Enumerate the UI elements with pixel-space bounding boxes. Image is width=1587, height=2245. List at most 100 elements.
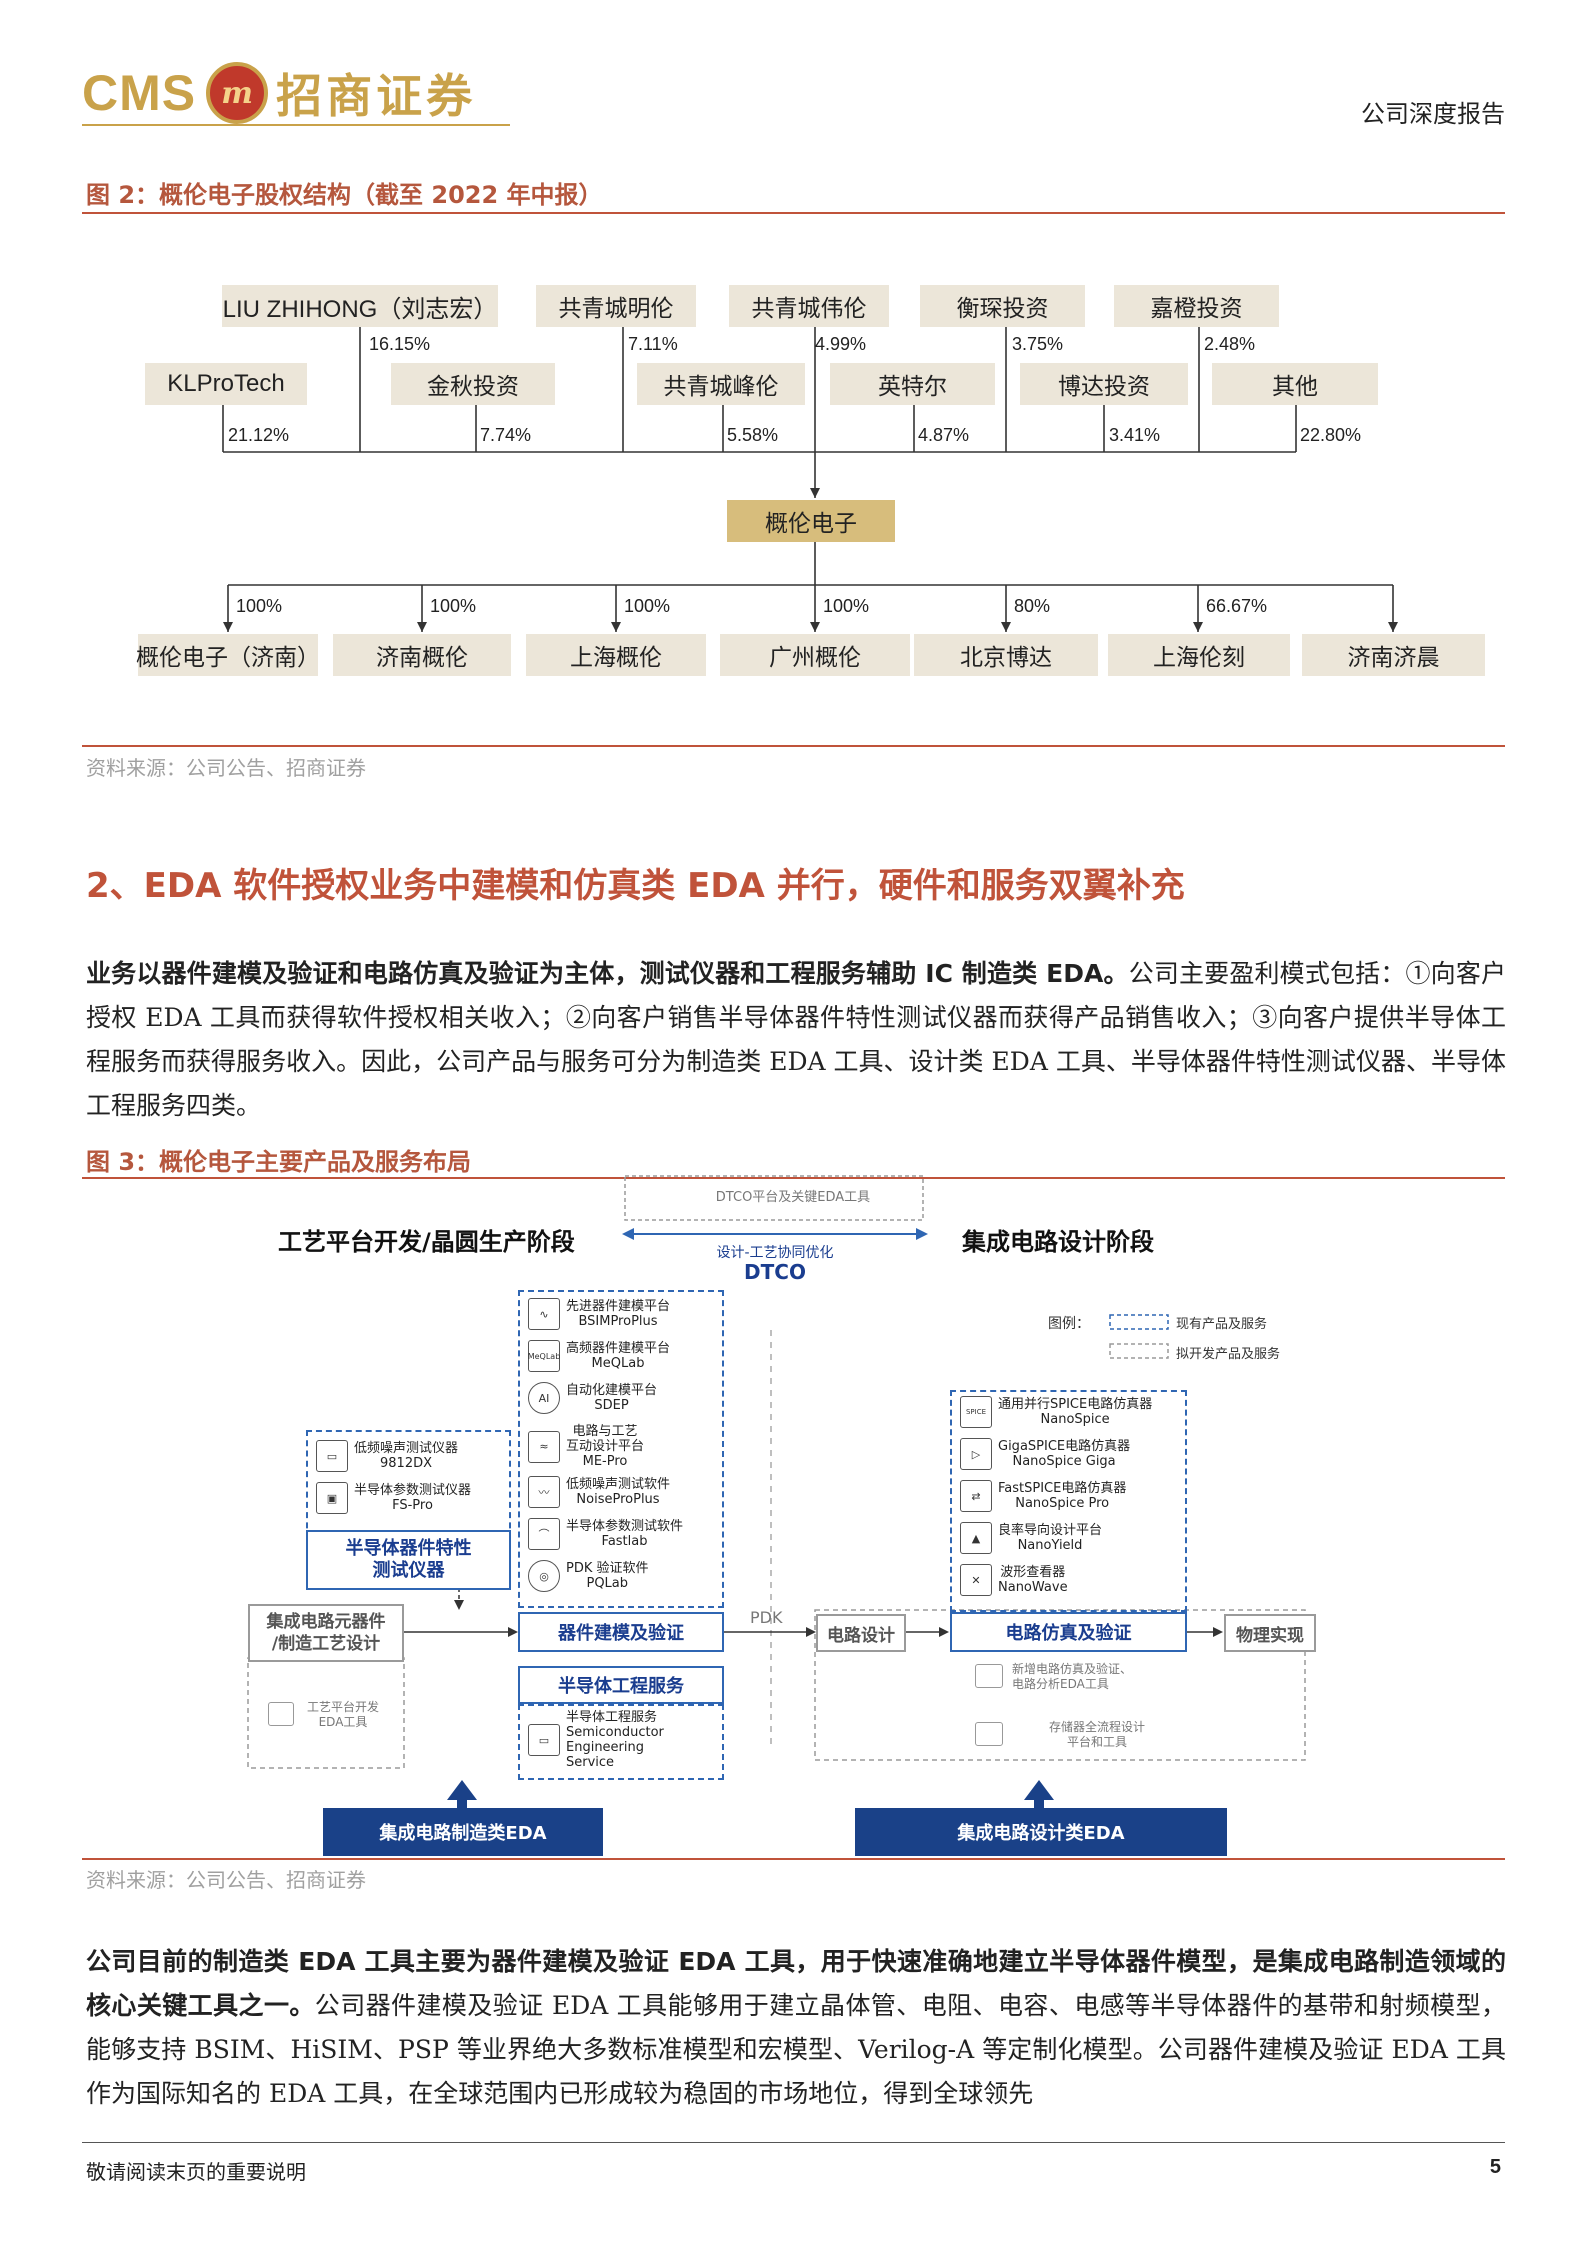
legend-existing: 现有产品及服务 <box>1176 1317 1268 1332</box>
figure2-bottom-rule <box>82 745 1505 747</box>
shareholder-pct: 3.75% <box>1012 334 1064 354</box>
dtco-label: DTCO <box>744 1260 806 1284</box>
pdk-label: PDK <box>750 1608 783 1627</box>
figure3-top-rule <box>82 1177 1505 1179</box>
subsidiary-beijing-boda: 北京博达 <box>914 634 1098 676</box>
section2-paragraph: 业务以器件建模及验证和电路仿真及验证为主体，测试仪器和工程服务辅助 IC 制造类… <box>86 952 1506 1128</box>
process-platform-tool: 工艺平台开发 EDA工具 <box>306 1700 379 1729</box>
process-tool-icon <box>268 1702 294 1726</box>
figure2-title: 图 2：概伦电子股权结构（截至 2022 年中报） <box>86 181 603 209</box>
logo-emblem-icon: m <box>206 62 269 124</box>
shareholder-others: 其他 <box>1212 363 1378 405</box>
figure3-bottom-rule <box>82 1858 1505 1860</box>
shareholder-intel: 英特尔 <box>830 363 995 405</box>
left-stage-title: 工艺平台开发/晶圆生产阶段 <box>278 1228 575 1256</box>
noise-icon: 〰 <box>528 1476 560 1508</box>
shareholder-hengchen: 衡琛投资 <box>920 285 1085 327</box>
section2-lead: 业务以器件建模及验证和电路仿真及验证为主体，测试仪器和工程服务辅助 IC 制造类… <box>86 959 1129 988</box>
shareholder-pct: 4.87% <box>918 425 970 445</box>
subsidiary-pct: 100% <box>236 596 283 616</box>
right-stage-title: 集成电路设计阶段 <box>962 1228 1154 1256</box>
shareholder-jinqiu: 金秋投资 <box>391 363 555 405</box>
subsidiary-pct: 100% <box>430 596 477 616</box>
figure3-title: 图 3：概伦电子主要产品及服务布局 <box>86 1148 472 1176</box>
figure3-source: 资料来源：公司公告、招商证券 <box>86 1868 366 1892</box>
dtco-platform-label: DTCO平台及关键EDA工具 <box>715 1190 871 1205</box>
logo-latin: CMS <box>82 65 197 121</box>
shareholder-gqc-weilun: 共青城伟伦 <box>729 285 889 327</box>
product-diagram-connectors <box>247 1175 1306 1808</box>
footer-note: 敬请阅读末页的重要说明 <box>86 2160 306 2184</box>
storage-platform: 存储器全流程设计 平台和工具 <box>1048 1720 1145 1749</box>
histogram-icon: ▲ <box>960 1522 992 1554</box>
storage-icon <box>975 1722 1003 1746</box>
shareholder-pct: 16.15% <box>369 334 431 354</box>
service-group <box>518 1704 724 1780</box>
section2-title: 2、EDA 软件授权业务中建模和仿真类 EDA 并行，硬件和服务双翼补充 <box>86 866 1185 906</box>
subsidiary-shanghai-gailun: 上海概伦 <box>526 634 706 676</box>
subsidiary-jinan-gailun: 济南概伦 <box>333 634 511 676</box>
logo-chinese: 招商证券 <box>276 69 477 123</box>
waveform-icon: ✕ <box>960 1564 992 1596</box>
shareholder-gqc-minglun: 共青城明伦 <box>536 285 696 327</box>
wave-icon: ≈ <box>528 1430 560 1463</box>
shareholder-pct: 21.12% <box>228 425 290 445</box>
footer-rule <box>82 2142 1505 2143</box>
shareholder-pct: 5.58% <box>727 425 779 445</box>
brand-logo: CMS m 招商证券 <box>82 58 476 128</box>
shareholder-pct: 2.48% <box>1204 334 1256 354</box>
modeling-tools-group <box>518 1290 724 1608</box>
ic-component-design: 集成电路元器件 /制造工艺设计 <box>248 1604 404 1662</box>
instrument-category: 半导体器件特性 测试仪器 <box>306 1530 511 1590</box>
section2-body: 公司主要盈利模式包括：①向客户授权 EDA 工具而获得软件授权相关收入；②向客户… <box>86 959 1506 1120</box>
shareholder-pct: 3.41% <box>1109 425 1161 445</box>
shareholder-gqc-fenglun: 共青城峰伦 <box>637 363 805 405</box>
subsidiary-pct: 80% <box>1014 596 1051 616</box>
subsidiary-pct: 100% <box>823 596 870 616</box>
circuit-icon: ⇄ <box>960 1480 992 1512</box>
circuit-simulation-box: 电路仿真及验证 <box>950 1612 1187 1652</box>
spice-icon: SPICE <box>960 1396 992 1428</box>
legend-planned: 拟开发产品及服务 <box>1176 1347 1281 1362</box>
subsidiary-pct: 100% <box>624 596 671 616</box>
amplifier-icon: ▷ <box>960 1438 992 1470</box>
physical-implementation-box: 物理实现 <box>1224 1614 1316 1652</box>
device-modeling-box: 器件建模及验证 <box>518 1612 724 1652</box>
noise-meter-icon: ▭ <box>316 1440 348 1472</box>
design-eda-bar: 集成电路设计类EDA <box>855 1808 1227 1856</box>
shareholder-pct: 22.80% <box>1300 425 1362 445</box>
legend-title: 图例： <box>1048 1316 1090 1332</box>
shareholder-pct: 7.11% <box>628 334 678 354</box>
shareholder-jiacheng: 嘉橙投资 <box>1114 285 1279 327</box>
subsidiary-shanghai-lunke: 上海伦刻 <box>1108 634 1290 676</box>
curve-icon: ⌒ <box>528 1518 560 1550</box>
dtco-subtitle: 设计-工艺协同优化 <box>716 1245 834 1261</box>
shareholder-boda: 博达投资 <box>1020 363 1188 405</box>
subsidiary-pct: 66.67% <box>1206 596 1268 616</box>
new-simulation-tools: 新增电路仿真及验证、 电路分析EDA工具 <box>1012 1662 1133 1691</box>
shareholder-pct: 4.99% <box>815 334 867 354</box>
company-gailun: 概伦电子 <box>727 500 895 542</box>
ownership-connector-lines <box>222 327 1398 632</box>
figure2-top-rule <box>82 212 1505 214</box>
subsidiary-gailun-jinan: 概伦电子（济南） <box>136 634 320 676</box>
logo-underline <box>82 124 510 126</box>
bsim-icon: ∿ <box>528 1298 560 1330</box>
subsidiary-guangzhou-gailun: 广州概伦 <box>720 634 910 676</box>
target-icon: ◎ <box>528 1560 560 1592</box>
shareholder-pct: 7.74% <box>480 425 532 445</box>
